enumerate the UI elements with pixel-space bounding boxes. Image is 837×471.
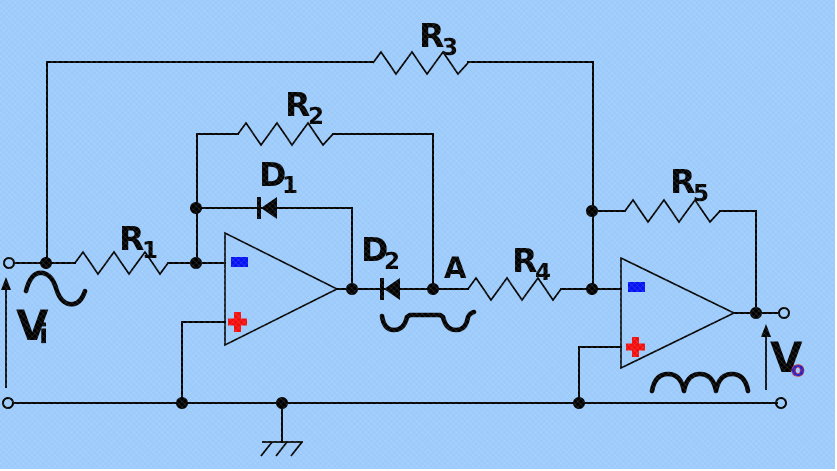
plus-icon <box>228 318 247 326</box>
opamp-1-triangle <box>224 231 339 347</box>
wire-d1-rail <box>196 207 353 290</box>
ground-symbol <box>260 402 303 457</box>
resistor-r1-symbol <box>74 250 169 276</box>
label-r1-sub: 1 <box>142 238 158 264</box>
diode-d2-triangle <box>384 278 400 300</box>
label-vin: V i <box>16 301 49 350</box>
vout-arrowhead <box>761 324 771 337</box>
wire-opamp1-noninverting <box>181 321 226 404</box>
label-d2-main: D <box>361 230 388 269</box>
minus-icon <box>231 257 248 267</box>
junction-dot <box>750 307 762 319</box>
label-d2: D 2 <box>361 230 400 275</box>
diode-d2-cathode-bar <box>380 278 384 300</box>
sine-wave-icon <box>23 270 88 307</box>
plus-icon <box>626 343 645 351</box>
junction-dot <box>586 205 598 217</box>
resistor-r4-symbol <box>467 276 562 302</box>
label-node-a: A <box>444 251 467 285</box>
label-vin-sub: i <box>39 319 48 350</box>
junction-dot <box>573 397 585 409</box>
output-terminal-bottom <box>775 397 787 409</box>
label-r3: R 3 <box>419 16 458 61</box>
label-d1-main: D <box>259 155 286 194</box>
label-r3-main: R <box>419 16 444 55</box>
labels: R 1 R 2 R 3 R 4 R 5 D 1 <box>16 16 805 382</box>
label-r5: R 5 <box>670 162 709 207</box>
label-r1: R 1 <box>119 219 158 264</box>
diode-d2-symbol <box>380 278 400 300</box>
junction-dot <box>40 257 52 269</box>
minus-icon <box>628 282 645 292</box>
wire-r2-left <box>196 133 239 264</box>
label-r2: R 2 <box>285 85 324 130</box>
label-vout: V o <box>770 333 805 382</box>
label-d1-sub: 1 <box>282 173 298 199</box>
label-vout-main: V <box>770 333 803 382</box>
diode-d1-cathode-bar <box>257 197 261 219</box>
junction-dot <box>586 283 598 295</box>
diode-d1-symbol <box>257 197 277 219</box>
resistor-r5-symbol <box>624 198 721 224</box>
junction-dot <box>276 397 288 409</box>
opamp-1-inverting-marker <box>231 257 248 267</box>
vin-arrowhead <box>1 277 11 290</box>
negative-half-wave-icon <box>379 309 477 333</box>
label-r4: R 4 <box>512 241 551 286</box>
label-r1-main: R <box>119 219 144 258</box>
label-r5-main: R <box>670 162 695 201</box>
label-vin-main: V <box>16 301 49 350</box>
junction-dot <box>176 397 188 409</box>
junction-dots <box>40 202 762 409</box>
junction-dot <box>427 283 439 295</box>
opamp-2-inverting-marker <box>628 282 645 292</box>
junction-dot <box>346 283 358 295</box>
opamp-2-noninverting-marker <box>626 337 645 357</box>
opamp-1-noninverting-marker <box>228 312 247 332</box>
opamp-2-triangle <box>620 256 736 370</box>
opamp-2 <box>620 256 736 370</box>
label-vout-sub: o <box>791 357 805 381</box>
resistor-r3-symbol <box>372 50 469 76</box>
diode-d1-triangle <box>261 197 277 219</box>
label-r2-sub: 2 <box>308 104 324 130</box>
junction-dot <box>190 202 202 214</box>
input-terminal-bottom <box>2 397 14 409</box>
label-r3-sub: 3 <box>442 35 458 61</box>
label-d2-sub: 2 <box>384 249 400 275</box>
vout-arrow <box>761 324 771 390</box>
label-r2-main: R <box>285 85 310 124</box>
terminals <box>2 257 790 409</box>
vin-arrow <box>1 277 11 388</box>
junction-dot <box>190 257 202 269</box>
label-r4-sub: 4 <box>535 260 551 286</box>
input-terminal-top <box>3 257 15 269</box>
ground-hatch-lines <box>260 441 303 457</box>
resistor-r2-symbol <box>237 121 334 147</box>
output-terminal-top <box>778 307 790 319</box>
wire-r5-right-down <box>719 210 757 314</box>
opamp-1 <box>224 231 339 347</box>
label-d1: D 1 <box>259 155 298 199</box>
wire-r2-right <box>332 133 434 290</box>
wire-opamp2-noninverting <box>578 346 622 404</box>
label-r5-sub: 5 <box>693 181 709 207</box>
label-r4-main: R <box>512 241 537 280</box>
linework <box>1 50 790 457</box>
full-wave-rectified-icon <box>649 371 751 394</box>
